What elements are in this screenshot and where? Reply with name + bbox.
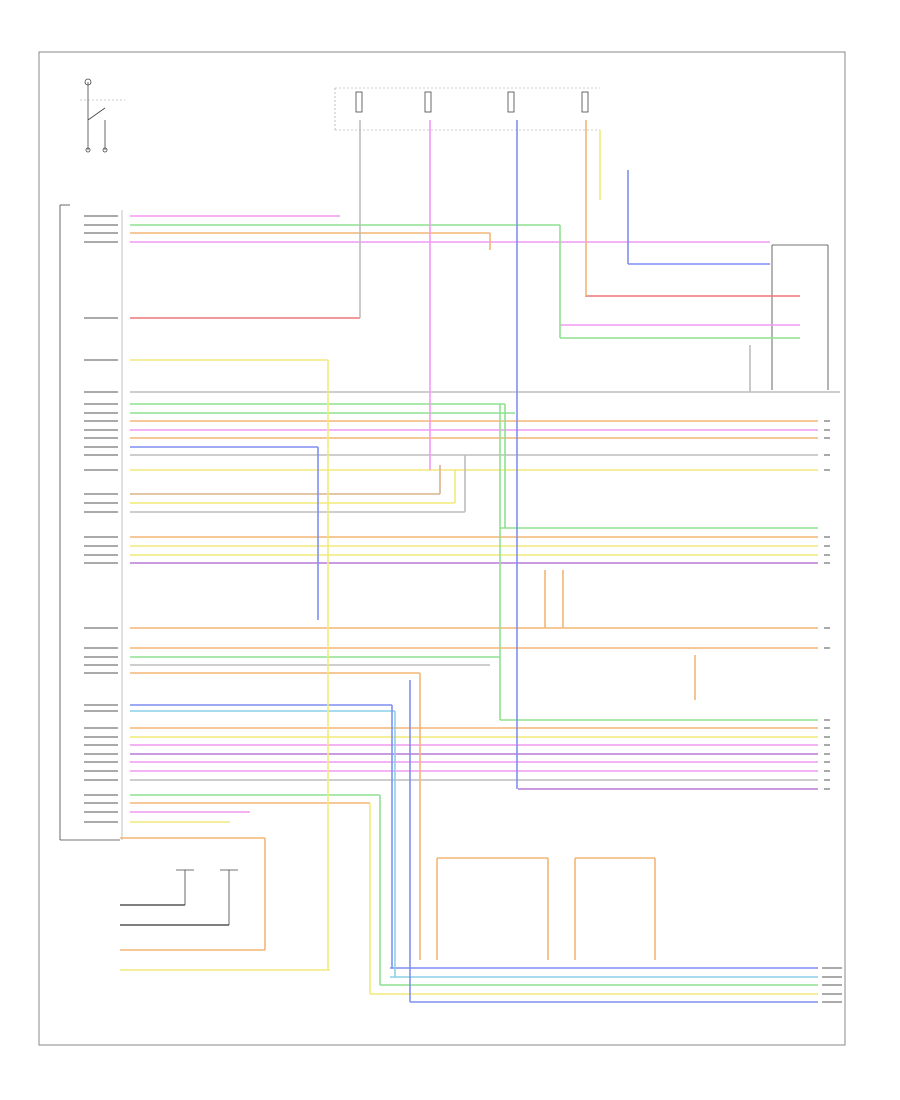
pin-label-mark — [84, 656, 118, 658]
pin-label-mark — [84, 770, 118, 772]
pin-number-mark — [824, 627, 830, 629]
pin-number-mark — [824, 719, 830, 721]
pin-label-mark — [84, 704, 118, 706]
pin-number-mark — [824, 753, 830, 755]
pin-label-mark — [84, 545, 118, 547]
wire-group-horizontal — [120, 215, 840, 1003]
pin-label-mark — [84, 446, 118, 448]
pin-label-mark — [84, 672, 118, 674]
ground-symbols — [176, 869, 238, 925]
pin-label-mark — [84, 420, 118, 422]
pin-label-mark — [84, 359, 118, 361]
pin-number-mark — [824, 536, 830, 538]
ignition-switch-symbol — [80, 78, 125, 153]
pin-number-mark — [824, 420, 830, 422]
pin-label-mark — [84, 454, 118, 456]
diagram-frame — [38, 51, 846, 1046]
pin-label-mark — [84, 429, 118, 431]
pin-label-mark — [822, 993, 842, 995]
pin-number-mark — [824, 779, 830, 781]
pin-label-mark — [84, 536, 118, 538]
pin-label-mark — [84, 736, 118, 738]
pin-number-mark — [824, 429, 830, 431]
pin-number-mark — [824, 437, 830, 439]
pin-label-mark — [84, 727, 118, 729]
steering-wheel-switch-module-outline — [771, 244, 829, 390]
pin-number-mark — [824, 545, 830, 547]
pin-number-mark — [824, 454, 830, 456]
pin-label-mark — [84, 821, 118, 823]
pin-label-mark — [84, 811, 118, 813]
pin-label-mark — [84, 794, 118, 796]
pin-label-mark — [84, 761, 118, 763]
radio-module-outline — [59, 204, 123, 841]
pin-label-marks — [84, 215, 842, 1003]
pin-label-mark — [84, 493, 118, 495]
pin-label-mark — [84, 403, 118, 405]
pin-number-mark — [824, 736, 830, 738]
pin-label-mark — [84, 779, 118, 781]
pin-number-mark — [824, 469, 830, 471]
pin-number-mark — [824, 761, 830, 763]
pin-label-mark — [84, 391, 118, 393]
pin-label-mark — [84, 710, 118, 712]
pin-label-mark — [822, 976, 842, 978]
pin-label-mark — [84, 802, 118, 804]
pin-label-mark — [84, 744, 118, 746]
pin-label-mark — [84, 215, 118, 217]
pin-number-mark — [824, 647, 830, 649]
pin-label-mark — [84, 241, 118, 243]
pin-number-mark — [824, 770, 830, 772]
pin-label-mark — [84, 562, 118, 564]
pin-label-mark — [84, 554, 118, 556]
pin-label-mark — [822, 984, 842, 986]
pin-number-mark — [824, 554, 830, 556]
pin-label-mark — [84, 232, 118, 234]
pin-label-mark — [84, 317, 118, 319]
pin-label-mark — [84, 469, 118, 471]
pin-number-mark — [824, 744, 830, 746]
pin-number-mark — [824, 727, 830, 729]
pin-label-mark — [84, 412, 118, 414]
pin-label-mark — [84, 647, 118, 649]
pin-label-mark — [84, 224, 118, 226]
fuse-panel-symbol — [334, 87, 600, 131]
pin-label-mark — [84, 437, 118, 439]
pin-label-mark — [822, 967, 842, 969]
pin-label-mark — [84, 502, 118, 504]
pin-label-mark — [822, 1001, 842, 1003]
pin-label-mark — [84, 511, 118, 513]
pin-label-mark — [84, 753, 118, 755]
pin-number-mark — [824, 562, 830, 564]
pin-number-mark — [824, 788, 830, 790]
wire-group-vertical — [264, 120, 751, 1002]
pin-label-mark — [84, 664, 118, 666]
pin-label-mark — [84, 627, 118, 629]
